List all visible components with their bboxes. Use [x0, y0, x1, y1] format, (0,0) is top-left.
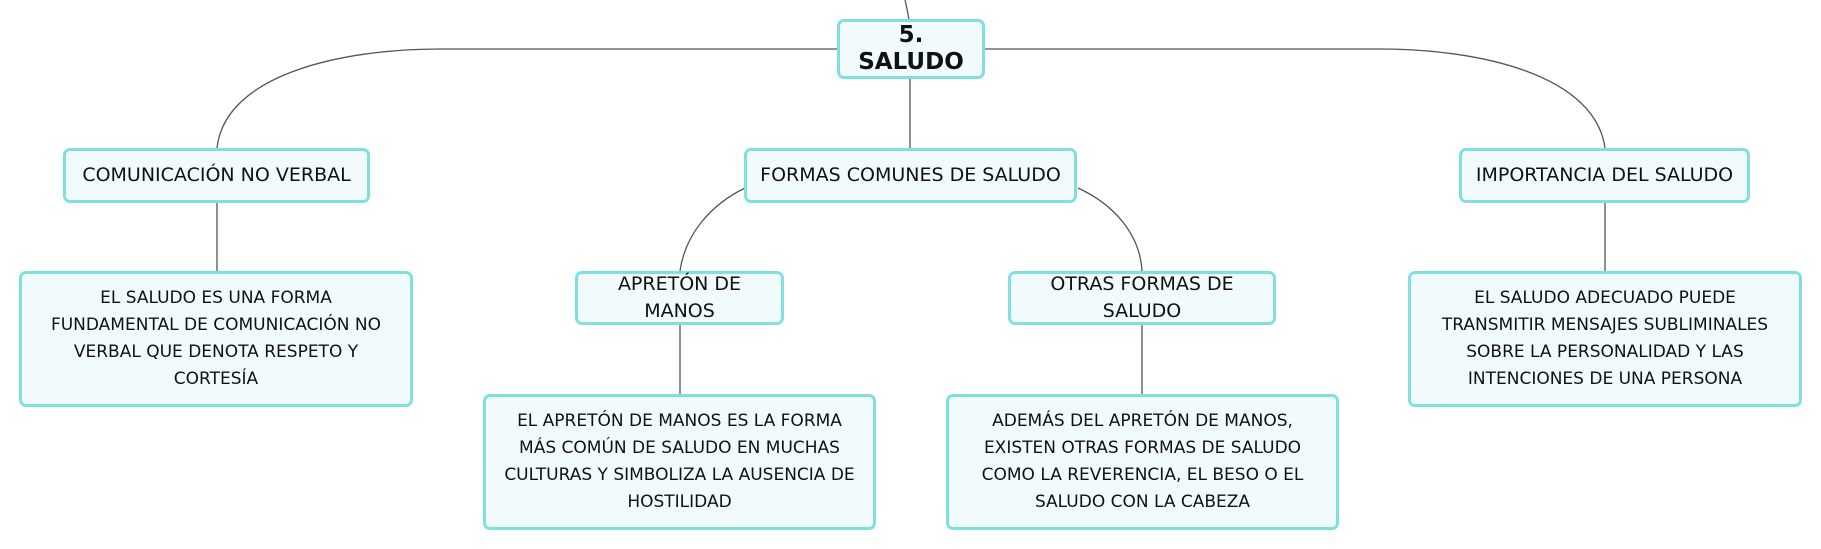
connector-parent-to-root	[904, 0, 910, 21]
connector-root-to-importancia	[985, 48, 1606, 149]
connector-formas-to-otras	[1077, 187, 1143, 272]
leaf-node-importancia[interactable]: EL SALUDO ADECUADO PUEDE TRANSMITIR MENS…	[1408, 271, 1802, 407]
root-node[interactable]: 5. SALUDO	[837, 19, 985, 79]
leaf-node-apreton[interactable]: EL APRETÓN DE MANOS ES LA FORMA MÁS COMÚ…	[483, 394, 876, 530]
connector-root-to-comunicacion	[216, 48, 838, 149]
subtopic-node-otras-formas[interactable]: OTRAS FORMAS DE SALUDO	[1008, 271, 1276, 325]
leaf-node-otras-formas[interactable]: ADEMÁS DEL APRETÓN DE MANOS, EXISTEN OTR…	[946, 394, 1339, 530]
branch-node-importancia[interactable]: IMPORTANCIA DEL SALUDO	[1459, 148, 1750, 203]
branch-node-comunicacion-no-verbal[interactable]: COMUNICACIÓN NO VERBAL	[63, 148, 370, 203]
subtopic-node-apreton-de-manos[interactable]: APRETÓN DE MANOS	[575, 271, 784, 325]
leaf-node-comunicacion[interactable]: EL SALUDO ES UNA FORMA FUNDAMENTAL DE CO…	[19, 271, 413, 407]
connector-formas-to-apreton	[679, 187, 746, 272]
branch-node-formas-comunes[interactable]: FORMAS COMUNES DE SALUDO	[744, 148, 1077, 203]
